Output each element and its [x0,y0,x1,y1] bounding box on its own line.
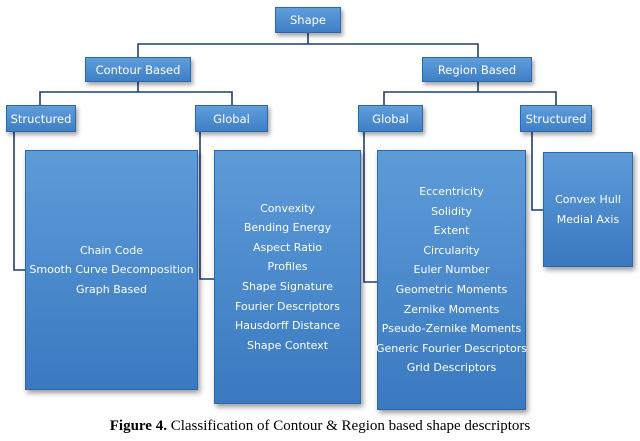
leaf-item: Extent [433,224,470,238]
node-contour-based: Contour Based [85,57,191,82]
leaf-contour-structured: Chain Code Smooth Curve Decomposition Gr… [25,150,198,390]
connector-contour-structured-leaf [13,132,25,271]
leaf-item: Smooth Curve Decomposition [29,263,194,277]
leaf-item: Hausdorff Distance [234,319,341,333]
connector-root-level1 [137,43,479,57]
leaf-contour-global: Convexity Bending Energy Aspect Ratio Pr… [214,150,361,404]
leaf-item: Convexity [260,201,315,215]
connector-contour-children [39,91,233,105]
leaf-item: Generic Fourier Descriptors [375,341,528,355]
caption-label: Figure 4. [109,418,167,434]
leaf-item: Circularity [423,243,480,257]
leaf-region-structured: Convex Hull Medial Axis [543,152,633,267]
leaf-item: Geometric Moments [395,283,508,296]
leaf-item: Graph Based [75,282,147,296]
node-shape: Shape [275,7,341,33]
leaf-item: Solidity [431,204,472,218]
node-region-structured: Structured [520,105,592,132]
caption-text: Classification of Contour & Region based… [166,418,531,434]
leaf-item: Convex Hull [555,192,621,206]
leaf-item: Fourier Descriptors [235,299,340,313]
leaf-item: Euler Number [413,263,490,277]
leaf-item: Eccentricity [419,185,484,199]
connector-region-children [383,91,557,105]
leaf-item: Shape Signature [241,280,333,293]
leaf-item: Pseudo-Zernike Moments [381,322,522,336]
leaf-region-global: Eccentricity Solidity Extent Circularity… [375,150,528,410]
connector-contour-global-leaf [199,132,214,280]
node-contour-structured: Structured [6,105,76,132]
leaf-item: Shape Context [246,338,329,352]
leaf-item: Grid Descriptors [406,361,497,375]
node-region-global: Global [358,105,423,132]
leaf-item: Chain Code [79,243,144,257]
figure-caption: Figure 4. Classification of Contour & Re… [0,418,640,435]
connector-region-structured-leaf [531,132,543,211]
node-contour-global: Global [195,105,268,132]
leaf-item: Zernike Moments [403,302,500,316]
connector-region-global-leaf [363,132,377,283]
leaf-item: Profiles [267,260,308,274]
node-region-based: Region Based [422,57,532,82]
leaf-item: Aspect Ratio [252,240,323,254]
leaf-item: Bending Energy [243,221,332,235]
leaf-item: Medial Axis [556,212,620,226]
